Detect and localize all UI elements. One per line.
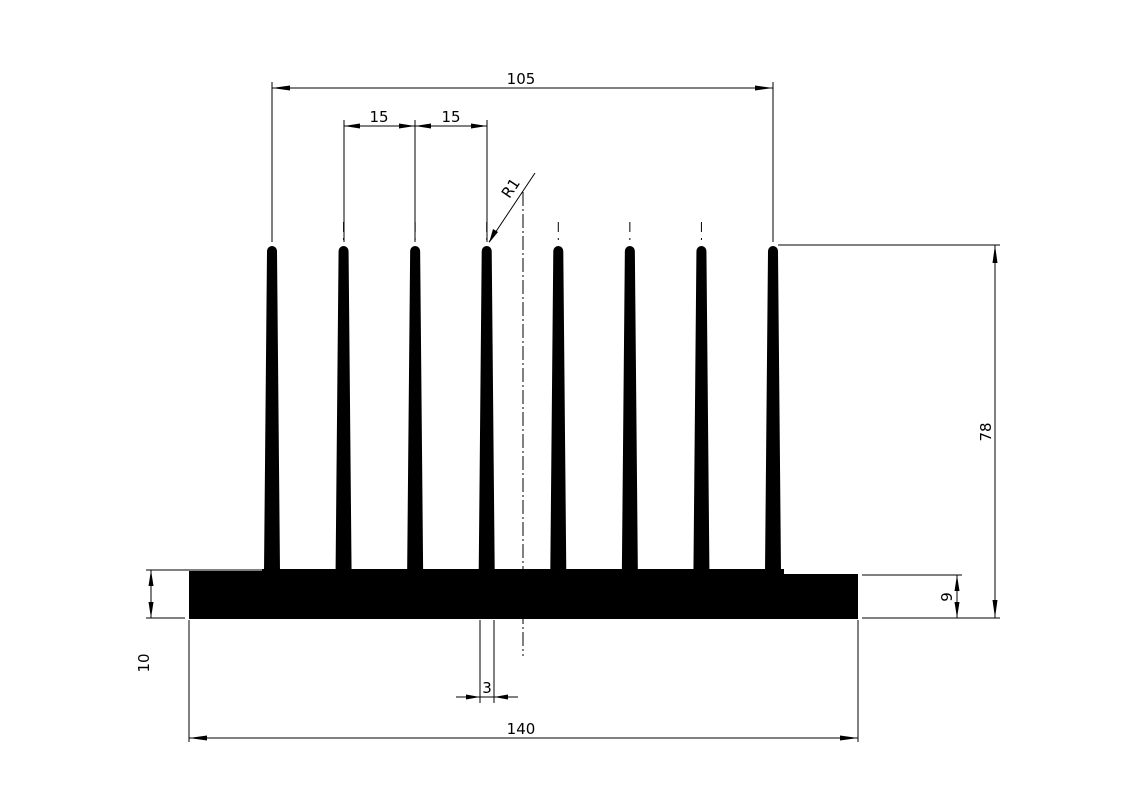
fin (335, 246, 352, 572)
dimension-10: 10 (135, 569, 262, 673)
fin (550, 246, 567, 572)
dimension-9: 9 (862, 574, 962, 618)
fin (264, 246, 280, 572)
radius-callout: R1 (488, 172, 536, 243)
dimension-3: 3 (456, 620, 518, 703)
dimension-pitch: 15 15 (343, 108, 488, 242)
dimension-text-3: 3 (482, 679, 492, 697)
fin (621, 246, 638, 572)
fin (478, 246, 495, 572)
fins-group (264, 246, 781, 572)
dimension-text-78: 78 (977, 422, 995, 441)
dimension-text-r1: R1 (498, 175, 524, 202)
dimension-text-10: 10 (135, 653, 153, 672)
fin (407, 246, 424, 572)
dimension-text-15-left: 15 (369, 108, 388, 126)
dimension-text-15-right: 15 (441, 108, 460, 126)
dimension-78: 78 (778, 244, 1000, 619)
fin (693, 246, 710, 572)
dimension-140: 140 (188, 620, 859, 742)
dimension-text-105: 105 (507, 70, 536, 88)
fin (765, 246, 781, 572)
dimension-105: 105 (271, 70, 774, 242)
heatsink-base-left-step (189, 571, 269, 575)
dimension-text-140: 140 (507, 720, 536, 738)
dimension-text-9: 9 (938, 592, 956, 602)
